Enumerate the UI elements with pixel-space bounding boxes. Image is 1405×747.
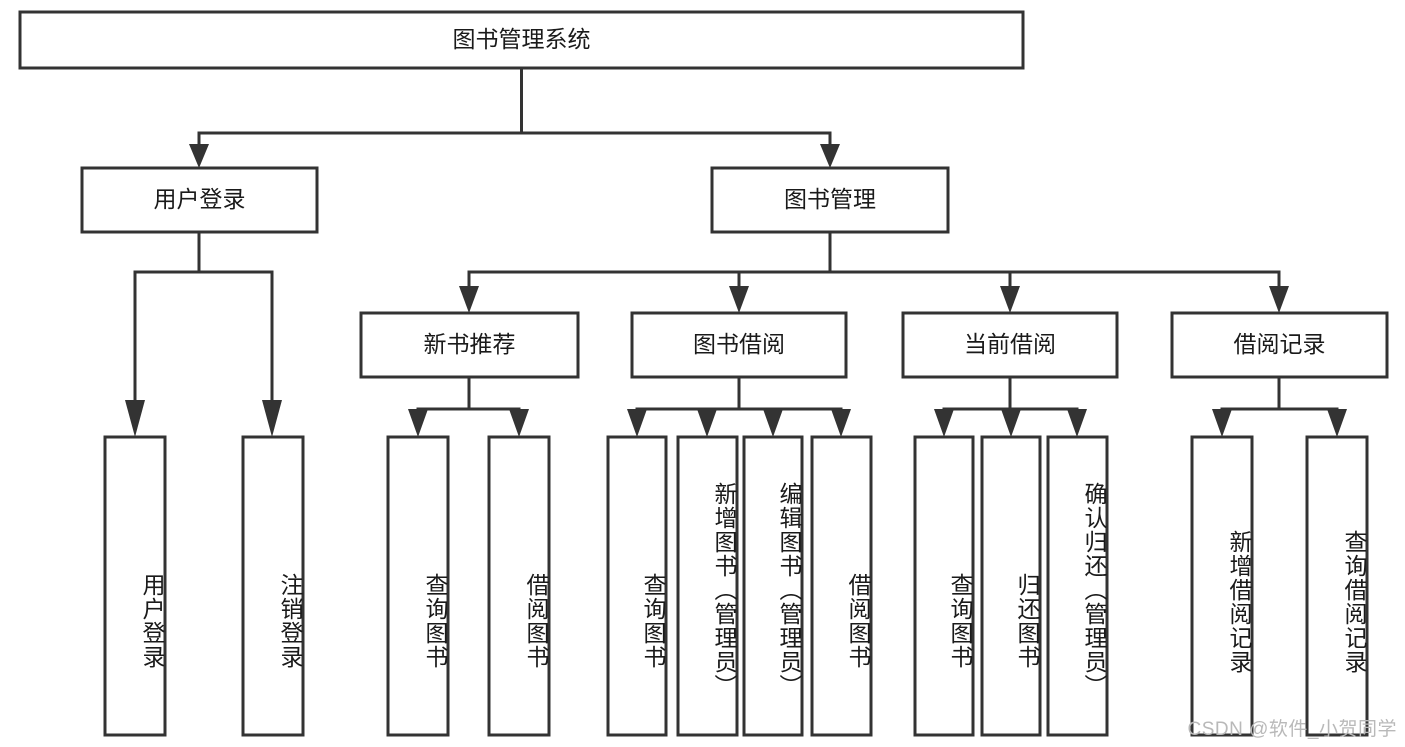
arrow-head-bookborrow-leaf-3 bbox=[763, 409, 783, 437]
node-box-book-borrow[interactable] bbox=[630, 311, 848, 379]
arrow-head-current-borrow bbox=[1000, 286, 1020, 313]
node-box-leaf-borrow-book-1[interactable] bbox=[487, 435, 551, 737]
arrow-head-bookborrow-leaf-1 bbox=[627, 409, 647, 437]
arrow-head-book-mgmt bbox=[820, 144, 840, 168]
arrow-head-bookborrow-leaf-2 bbox=[697, 409, 717, 437]
node-box-borrow-record[interactable] bbox=[1170, 311, 1389, 379]
node-label-new-book-recommend: 新书推荐 bbox=[424, 331, 516, 357]
node-box-leaf-query-book-1[interactable] bbox=[386, 435, 450, 737]
node-label-book-management: 图书管理 bbox=[784, 186, 876, 212]
arrow-head-leaf-logout bbox=[262, 400, 282, 437]
node-box-leaf-edit-book-admin[interactable] bbox=[742, 435, 804, 737]
csdn-watermark: CSDN @软件_小贺同学 bbox=[1187, 719, 1397, 740]
node-box-user-login[interactable] bbox=[80, 166, 319, 234]
arrow-head-borrowrecord-leaf-2 bbox=[1327, 409, 1347, 437]
arrow-head-leaf-user-login bbox=[125, 400, 145, 437]
node-label-root: 图书管理系统 bbox=[453, 26, 591, 52]
node-box-leaf-user-login[interactable] bbox=[103, 435, 167, 737]
node-box-leaf-query-book-2[interactable] bbox=[606, 435, 668, 737]
node-box-leaf-confirm-return-admin[interactable] bbox=[1046, 435, 1109, 737]
nodes-group: 图书管理系统 用户登录 图书管理 新书推荐 图书借阅 当前借阅 借阅记录 bbox=[18, 10, 1389, 737]
arrow-head-book-borrow bbox=[729, 286, 749, 313]
arrow-head-borrow-record bbox=[1269, 286, 1289, 313]
node-label-user-login: 用户登录 bbox=[154, 186, 246, 212]
node-box-root[interactable] bbox=[18, 10, 1025, 70]
arrow-head-currentborrow-leaf-1 bbox=[934, 409, 954, 437]
node-label-book-borrow: 图书借阅 bbox=[693, 331, 785, 357]
node-box-leaf-logout[interactable] bbox=[241, 435, 305, 737]
node-box-leaf-add-borrow-record[interactable] bbox=[1190, 435, 1254, 737]
node-box-current-borrow[interactable] bbox=[901, 311, 1119, 379]
arrow-head-currentborrow-leaf-2 bbox=[1001, 409, 1021, 437]
node-box-leaf-query-borrow-record[interactable] bbox=[1305, 435, 1369, 737]
node-box-new-book-recommend[interactable] bbox=[359, 311, 580, 379]
node-box-leaf-add-book-admin[interactable] bbox=[676, 435, 739, 737]
arrow-head-currentborrow-leaf-3 bbox=[1067, 409, 1087, 437]
arrow-head-bookborrow-leaf-4 bbox=[831, 409, 851, 437]
node-box-leaf-query-book-3[interactable] bbox=[913, 435, 975, 737]
arrow-head-newbook-leaf-1 bbox=[408, 409, 428, 437]
node-box-book-management[interactable] bbox=[710, 166, 950, 234]
node-label-borrow-record: 借阅记录 bbox=[1234, 331, 1326, 357]
arrow-head-new-book bbox=[459, 286, 479, 313]
arrow-head-borrowrecord-leaf-1 bbox=[1212, 409, 1232, 437]
node-box-leaf-return-book[interactable] bbox=[980, 435, 1042, 737]
arrow-head-newbook-leaf-2 bbox=[509, 409, 529, 437]
edges-group bbox=[125, 66, 1347, 437]
arrow-head-user-login bbox=[189, 144, 209, 168]
node-label-current-borrow: 当前借阅 bbox=[964, 331, 1056, 357]
node-box-leaf-borrow-book-2[interactable] bbox=[810, 435, 873, 737]
